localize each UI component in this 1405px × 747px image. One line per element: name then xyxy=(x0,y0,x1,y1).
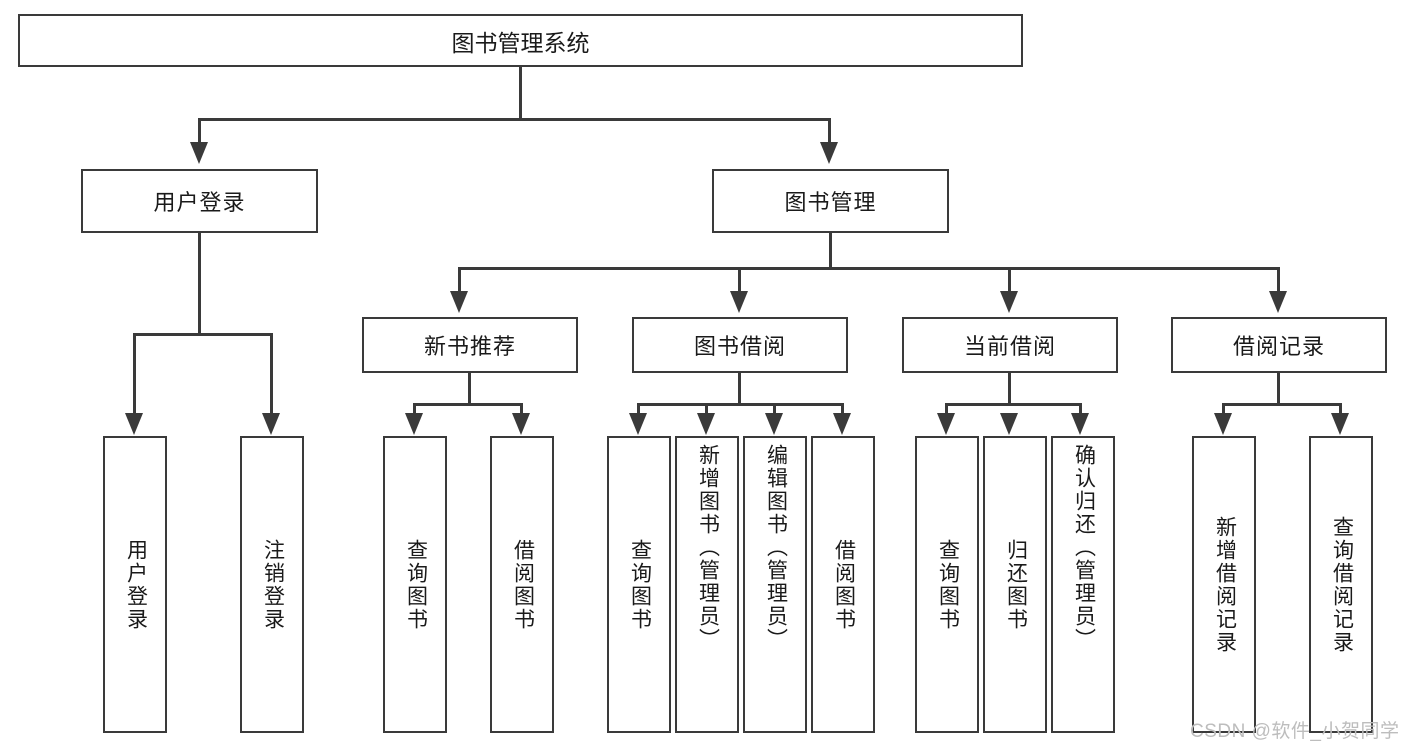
arrow-to-logout-leaf xyxy=(262,413,280,435)
connector-level2-right-drop xyxy=(828,118,831,144)
leaf-borrow-book-newbook[interactable]: 借阅图书 xyxy=(490,436,554,733)
leaf-query-book-borrow[interactable]: 查询图书 xyxy=(607,436,671,733)
node-label: 借阅记录 xyxy=(1232,334,1325,359)
connector-new-book-bar xyxy=(413,403,523,406)
leaf-confirm-return-admin[interactable]: 确认归还（管理员） xyxy=(1051,436,1115,733)
connector-book-borrow-drop-4 xyxy=(841,403,844,415)
connector-borrow-record-bar xyxy=(1222,403,1342,406)
leaf-add-borrow-record[interactable]: 新增借阅记录 xyxy=(1192,436,1256,733)
node-book-manage[interactable]: 图书管理 xyxy=(712,169,949,233)
connector-book-manage-stem xyxy=(829,233,832,269)
arrow-to-confirm-return-cb xyxy=(1071,413,1089,435)
leaf-label: 借阅图书 xyxy=(511,538,535,631)
leaf-label: 编辑图书（管理员） xyxy=(764,444,788,651)
connector-root-stem xyxy=(519,67,522,120)
connector-user-login-stem xyxy=(198,233,201,335)
node-label: 用户登录 xyxy=(153,190,246,215)
connector-user-login-drop-1 xyxy=(133,333,136,415)
leaf-query-borrow-record[interactable]: 查询借阅记录 xyxy=(1309,436,1373,733)
connector-current-borrow-drop-2 xyxy=(1079,403,1082,415)
connector-user-login-bar xyxy=(133,333,273,336)
arrow-to-current-borrow xyxy=(1000,291,1018,313)
leaf-label: 查询借阅记录 xyxy=(1330,515,1354,654)
leaf-user-login[interactable]: 用户登录 xyxy=(103,436,167,733)
leaf-label: 用户登录 xyxy=(124,538,148,631)
connector-borrow-record-stem xyxy=(1277,373,1280,405)
leaf-edit-book-admin[interactable]: 编辑图书（管理员） xyxy=(743,436,807,733)
watermark-credit: CSDN @软件_小贺同学 xyxy=(1190,721,1400,742)
connector-level3-drop-1 xyxy=(458,267,461,293)
leaf-borrow-book-borrow[interactable]: 借阅图书 xyxy=(811,436,875,733)
connector-book-borrow-stem xyxy=(738,373,741,405)
node-new-book-recommend[interactable]: 新书推荐 xyxy=(362,317,578,373)
leaf-label: 查询图书 xyxy=(404,538,428,631)
connector-user-login-drop-2 xyxy=(270,333,273,415)
arrow-to-query-record xyxy=(1331,413,1349,435)
connector-level3-drop-2 xyxy=(738,267,741,293)
connector-current-borrow-bar xyxy=(945,403,1082,406)
leaf-label: 查询图书 xyxy=(936,538,960,631)
arrow-to-book-borrow xyxy=(730,291,748,313)
arrow-to-query-book-bb xyxy=(629,413,647,435)
node-user-login[interactable]: 用户登录 xyxy=(81,169,318,233)
arrow-to-user-login-leaf xyxy=(125,413,143,435)
connector-current-borrow-stem xyxy=(1008,373,1011,405)
connector-book-borrow-drop-2 xyxy=(705,403,708,415)
leaf-return-book[interactable]: 归还图书 xyxy=(983,436,1047,733)
arrow-to-query-book-cb xyxy=(937,413,955,435)
connector-level3-bar xyxy=(458,267,1280,270)
connector-borrow-record-drop-1 xyxy=(1222,403,1225,415)
leaf-label: 新增图书（管理员） xyxy=(696,444,720,651)
leaf-label: 借阅图书 xyxy=(832,538,856,631)
node-root-system[interactable]: 图书管理系统 xyxy=(18,14,1023,67)
arrow-to-borrow-book-nb xyxy=(512,413,530,435)
node-book-borrow[interactable]: 图书借阅 xyxy=(632,317,848,373)
connector-new-book-drop-2 xyxy=(520,403,523,415)
leaf-query-book-newbook[interactable]: 查询图书 xyxy=(383,436,447,733)
node-borrow-record[interactable]: 借阅记录 xyxy=(1171,317,1387,373)
node-current-borrow[interactable]: 当前借阅 xyxy=(902,317,1118,373)
arrow-to-query-book-nb xyxy=(405,413,423,435)
leaf-label: 注销登录 xyxy=(261,538,285,631)
leaf-query-book-current[interactable]: 查询图书 xyxy=(915,436,979,733)
arrow-to-book-manage xyxy=(820,142,838,164)
connector-book-borrow-drop-3 xyxy=(773,403,776,415)
connector-borrow-record-drop-2 xyxy=(1339,403,1342,415)
arrow-to-add-record xyxy=(1214,413,1232,435)
connector-level3-drop-4 xyxy=(1277,267,1280,293)
leaf-label: 确认归还（管理员） xyxy=(1072,444,1096,651)
node-label: 图书管理 xyxy=(784,190,877,215)
connector-book-borrow-drop-1 xyxy=(637,403,640,415)
arrow-to-edit-book-bb xyxy=(765,413,783,435)
node-label: 图书管理系统 xyxy=(451,29,590,56)
node-label: 当前借阅 xyxy=(963,334,1056,359)
arrow-to-user-login xyxy=(190,142,208,164)
connector-book-borrow-bar xyxy=(637,403,844,406)
arrow-to-add-book-bb xyxy=(697,413,715,435)
node-label: 图书借阅 xyxy=(693,334,786,359)
arrow-to-new-book xyxy=(450,291,468,313)
connector-level2-left-drop xyxy=(198,118,201,144)
node-label: 新书推荐 xyxy=(423,334,516,359)
leaf-label: 归还图书 xyxy=(1004,538,1028,631)
arrow-to-return-book-cb xyxy=(1000,413,1018,435)
connector-level2-bar xyxy=(198,118,831,121)
leaf-label: 新增借阅记录 xyxy=(1213,515,1237,654)
arrow-to-borrow-book-bb xyxy=(833,413,851,435)
connector-new-book-drop-1 xyxy=(413,403,416,415)
leaf-label: 查询图书 xyxy=(628,538,652,631)
leaf-logout[interactable]: 注销登录 xyxy=(240,436,304,733)
connector-current-borrow-drop-1 xyxy=(945,403,948,415)
connector-level3-drop-3 xyxy=(1008,267,1011,293)
arrow-to-borrow-record xyxy=(1269,291,1287,313)
connector-new-book-stem xyxy=(468,373,471,405)
leaf-add-book-admin[interactable]: 新增图书（管理员） xyxy=(675,436,739,733)
